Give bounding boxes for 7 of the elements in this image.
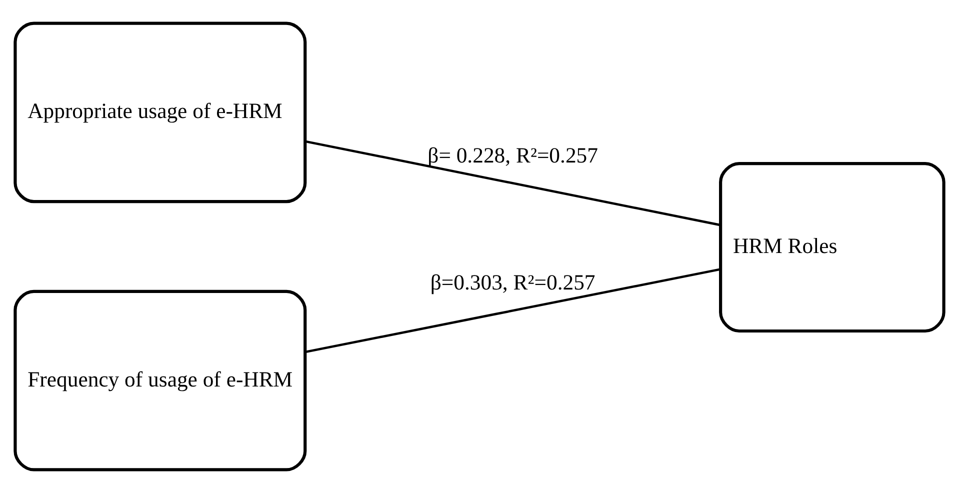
connector <box>304 268 720 354</box>
edge-label: β= 0.228, R²=0.257 <box>427 143 598 168</box>
connector <box>304 140 720 226</box>
node-box: Appropriate usage of e-HRM <box>13 22 306 204</box>
node-box: Frequency of usage of e-HRM <box>13 290 306 472</box>
edge-label: β=0.303, R²=0.257 <box>430 270 595 294</box>
node-box: HRM Roles <box>718 162 945 333</box>
